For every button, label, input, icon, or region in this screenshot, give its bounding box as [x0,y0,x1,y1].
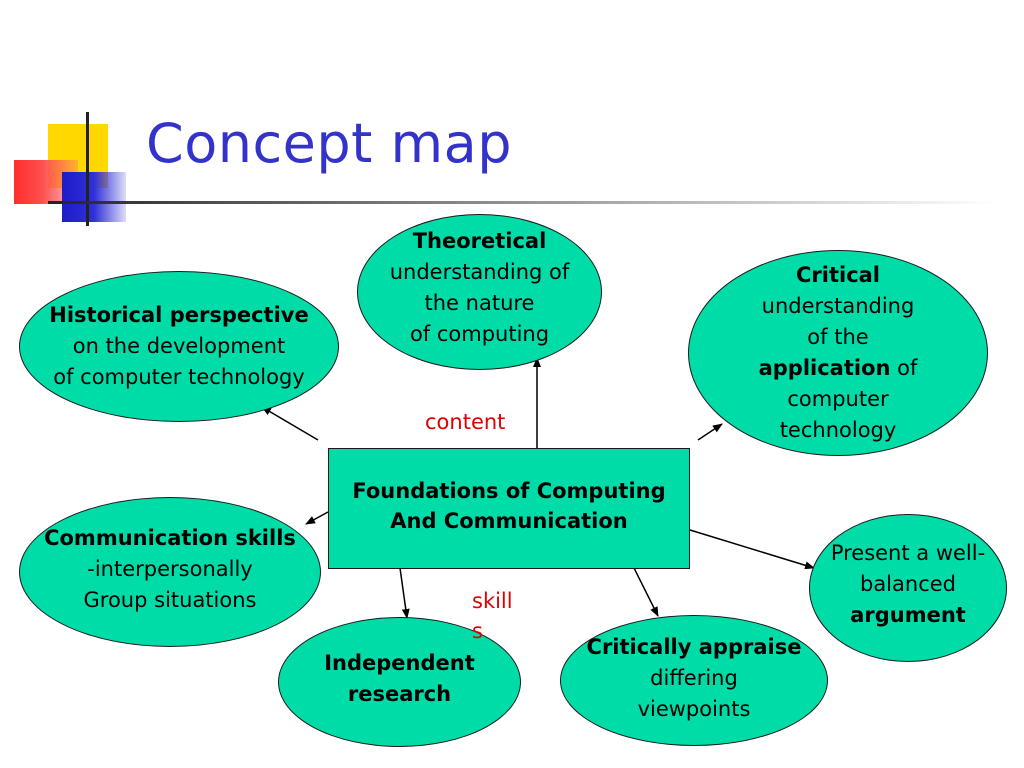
node-critical-line6: technology [779,418,897,442]
node-theoretical-line2: understanding of [389,260,570,284]
edge-to-historical [261,406,319,441]
node-critical-line2: understanding [761,294,915,318]
node-independent-bold1: Independent [324,651,475,675]
edge-label-skills-line1: skill [472,589,513,613]
node-critical-bold: Critical [795,263,881,287]
node-critical-understanding: Critical understanding of the applicatio… [688,250,988,456]
node-critical-bold2: application [758,356,891,380]
edge-label-content: content [425,410,506,434]
node-historical-line2: on the development [72,334,286,358]
edge-to-independent [399,567,410,619]
node-appraise-bold: Critically appraise [586,635,802,659]
edge-label-skills: skill s [472,586,513,646]
edge-to-appraise [633,567,659,617]
node-critical-line5: computer [787,387,889,411]
node-appraise-line3: viewpoints [637,697,751,721]
edge-to-communication [305,511,329,525]
node-independent-bold2: research [347,682,452,706]
node-historical-line3: of computer technology [53,365,305,389]
node-historical-bold: Historical perspective [49,303,309,327]
node-communication-line3: Group situations [83,587,257,612]
node-critical-line3: of the [807,325,869,349]
center-line1: Foundations of Computing [352,478,666,503]
node-present-line1: Present a well- [830,540,986,565]
node-communication-line2: -interpersonally [87,556,253,581]
title-decoration-vertical-line [86,112,89,226]
node-independent-research: Independent research [278,617,521,747]
node-present-argument: Present a well- balanced argument [809,514,1007,662]
node-historical-perspective: Historical perspective on the developmen… [19,271,339,422]
node-critically-appraise: Critically appraise differing viewpoints [560,615,828,746]
node-theoretical-line3: the nature [424,291,535,315]
node-present-line2: balanced [859,571,956,596]
edge-to-critical [697,423,723,441]
node-present-bold: argument [850,602,966,627]
node-theoretical-understanding: Theoretical understanding of the nature … [357,214,602,370]
node-appraise-line2: differing [650,666,738,690]
node-center-foundations: Foundations of Computing And Communicati… [328,448,690,569]
node-theoretical-bold: Theoretical [412,229,547,253]
title-decoration-blue-square [62,172,126,222]
title-underline [48,201,998,204]
node-theoretical-line4: of computing [409,322,550,346]
edge-to-present [689,529,815,570]
slide-title: Concept map [146,112,512,175]
center-line2: And Communication [390,508,628,533]
node-critical-line4-suffix: of [890,356,918,380]
edge-label-skills-line2: s [472,619,483,643]
node-communication-bold: Communication skills [44,525,296,550]
node-communication-skills: Communication skills -interpersonally Gr… [19,497,321,647]
